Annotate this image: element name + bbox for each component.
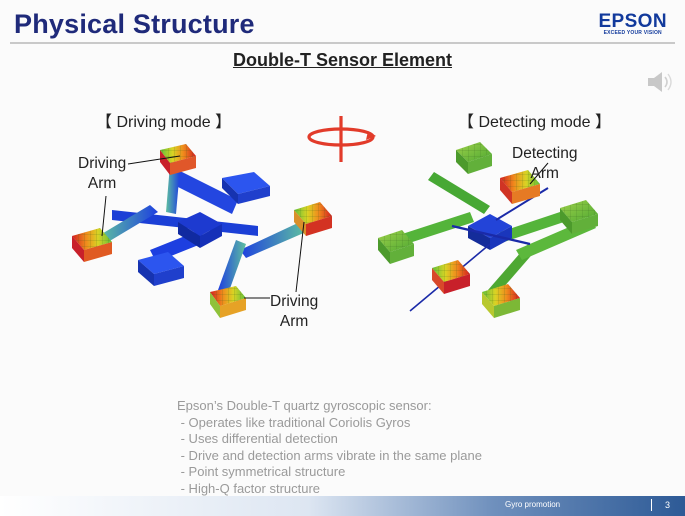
detecting-arm-pad bbox=[560, 200, 598, 234]
notes-item: - Uses differential detection bbox=[177, 431, 338, 446]
notes-block: Epson’s Double-T quartz gyroscopic senso… bbox=[177, 398, 482, 497]
detecting-mode-diagram bbox=[378, 142, 598, 318]
notes-item: - Point symmetrical structure bbox=[177, 464, 346, 479]
section-heading-text: Double-T Sensor Element bbox=[232, 50, 453, 70]
title-divider bbox=[10, 42, 675, 44]
detecting-arm-pad bbox=[456, 142, 492, 174]
brand-logo: EPSON EXCEED YOUR VISION bbox=[598, 11, 667, 36]
footer-bar bbox=[0, 496, 685, 516]
notes-item: - Drive and detection arms vibrate in th… bbox=[177, 447, 482, 463]
section-heading: Double-T Sensor Element bbox=[0, 50, 685, 71]
notes-item: - High-Q factor structure bbox=[177, 480, 321, 496]
footer-label: Gyro promotion bbox=[505, 500, 561, 509]
detecting-arm-callout: Detecting Arm bbox=[512, 145, 578, 182]
driving-arm-pad bbox=[294, 202, 332, 236]
page-title: Physical Structure bbox=[14, 9, 255, 39]
notes-item: - Operates like traditional Coriolis Gyr… bbox=[177, 414, 411, 430]
rotation-arrow-icon bbox=[307, 116, 376, 162]
driving-mode-diagram bbox=[72, 144, 332, 318]
notes-heading: Epson’s Double-T quartz gyroscopic senso… bbox=[177, 398, 432, 413]
detecting-arm-pad bbox=[482, 284, 520, 318]
driving-arm-callout-bottom: Driving Arm bbox=[270, 293, 319, 330]
detecting-arm-pad bbox=[500, 170, 540, 204]
driving-mode-label: 【 Driving mode 】 bbox=[96, 114, 232, 131]
page-number: 3 bbox=[665, 500, 671, 510]
logo-text: EPSON bbox=[598, 11, 667, 32]
driving-arm-pad bbox=[210, 286, 246, 318]
speaker-icon[interactable] bbox=[646, 69, 676, 100]
detecting-arm-pad bbox=[378, 230, 414, 264]
driving-arm-pad bbox=[160, 144, 196, 175]
logo-tagline: EXCEED YOUR VISION bbox=[603, 30, 662, 36]
detecting-mode-label: 【 Detecting mode 】 bbox=[458, 114, 611, 131]
footer-divider bbox=[651, 499, 652, 511]
detecting-arm-pad bbox=[432, 260, 470, 294]
driving-arm-callout-top: Driving Arm bbox=[78, 155, 127, 192]
